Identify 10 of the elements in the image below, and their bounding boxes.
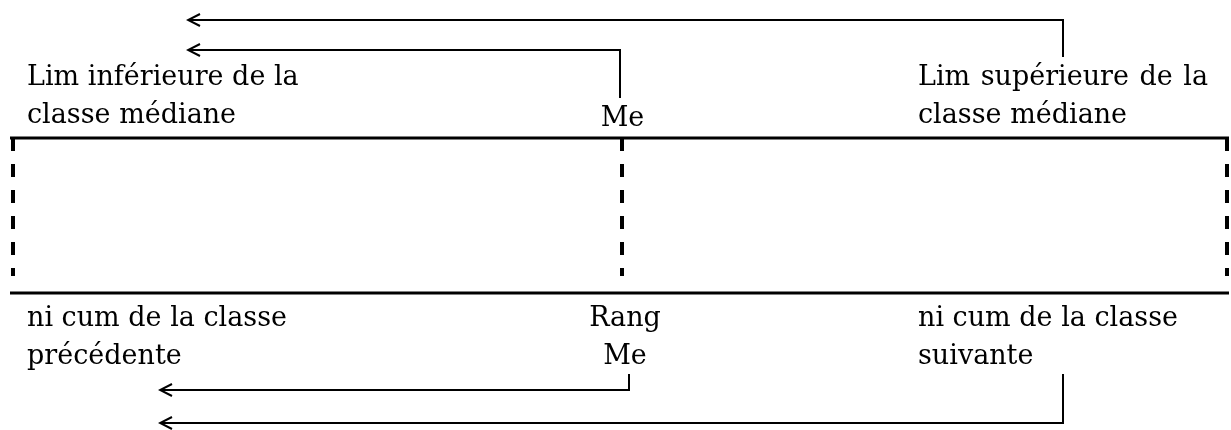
node-label: Lim inférieure de la classe médiane [27,59,300,131]
arrow [159,373,630,397]
arrow [159,373,1064,430]
node-label: ni cum de la classe suivante [918,300,1179,372]
node-label: Rang Me [588,300,662,372]
node-label: ni cum de la classe précédente [27,300,288,372]
arrow [187,43,621,99]
node-label: Me [599,100,646,134]
node-label: Lim supérieure de la classe médiane [918,59,1208,131]
arrow [187,13,1064,58]
